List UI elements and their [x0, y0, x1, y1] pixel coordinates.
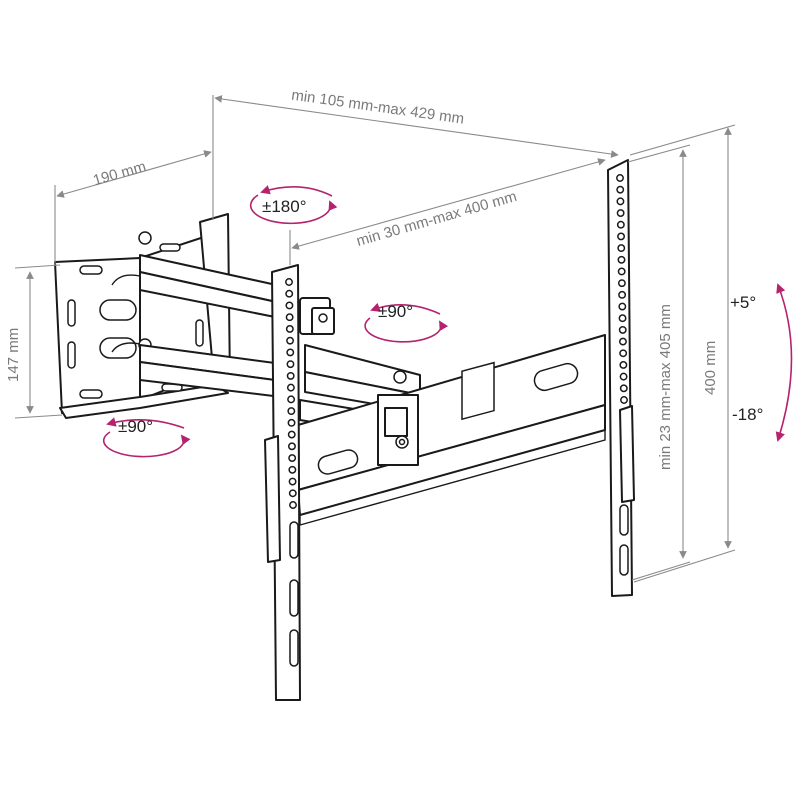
tv-rail-right — [607, 159, 635, 597]
rail-hole — [616, 185, 625, 194]
arm-lower — [139, 344, 291, 399]
rail-hole — [286, 371, 295, 380]
arm-joint — [299, 297, 335, 335]
rail-hole — [287, 430, 296, 439]
rail-hole — [619, 360, 628, 369]
dimension-lines — [14, 95, 736, 583]
rail-hole — [285, 301, 294, 310]
rail-hole — [287, 407, 296, 416]
rail-hole — [619, 384, 628, 393]
tv-plate — [297, 334, 606, 526]
rail-hole — [289, 501, 297, 509]
rotation-arm-indicator: ±90° — [364, 302, 449, 343]
rail-hole — [618, 337, 627, 346]
rail-hole — [285, 313, 294, 322]
rotation-wall-indicator: ±180° — [249, 185, 338, 225]
vesa-vertical-range-label: min 23 mm-max 405 mm — [657, 304, 674, 470]
rail-hole — [617, 255, 626, 264]
rail-hole — [285, 278, 293, 286]
rail-hole — [288, 477, 297, 486]
rail-hole — [286, 360, 295, 369]
rail-hole — [287, 418, 296, 427]
rail-hole — [286, 336, 295, 345]
rail-hole — [616, 209, 625, 218]
rail-hole — [616, 197, 625, 206]
tilt-up-label: +5° — [730, 293, 756, 312]
rail-hole — [288, 465, 297, 474]
tilt-mechanism — [377, 370, 419, 466]
rail-hole — [285, 324, 294, 333]
rail-hole — [617, 267, 626, 276]
rail-hole — [285, 289, 294, 298]
rail-hole — [617, 232, 626, 241]
rail-hole — [288, 454, 297, 463]
wall-plate-width-label: 190 mm — [91, 158, 148, 189]
rail-hole — [286, 383, 295, 392]
arm-length-range-label: min 30 mm-max 400 mm — [355, 188, 519, 250]
rail-hole — [286, 348, 295, 357]
rotation-arm-label: ±90° — [378, 302, 413, 321]
tv-rail-left — [264, 264, 301, 701]
rail-hole — [618, 290, 627, 299]
rail-hole — [620, 396, 628, 404]
rail-hole — [616, 220, 625, 229]
wall-plate-height-label: 147 mm — [5, 328, 22, 382]
rail-hole — [618, 325, 627, 334]
rail-hole — [287, 442, 296, 451]
rail-hole — [288, 489, 297, 498]
rail-hole — [287, 395, 296, 404]
rotation-bottom-label: ±90° — [118, 417, 153, 436]
tilt-indicator: +5° -18° — [730, 283, 793, 442]
rail-hole — [619, 349, 628, 358]
rail-hole — [619, 372, 628, 381]
rail-hole — [617, 279, 626, 288]
rail-hole — [618, 302, 627, 311]
rail-hole — [616, 174, 624, 182]
vesa-height-label: 400 mm — [702, 341, 719, 395]
tilt-down-label: -18° — [732, 405, 763, 424]
rail-hole — [617, 244, 626, 253]
rotation-bottom-indicator: ±90° — [102, 417, 191, 458]
rail-hole — [618, 314, 627, 323]
rotation-wall-label: ±180° — [262, 197, 307, 216]
